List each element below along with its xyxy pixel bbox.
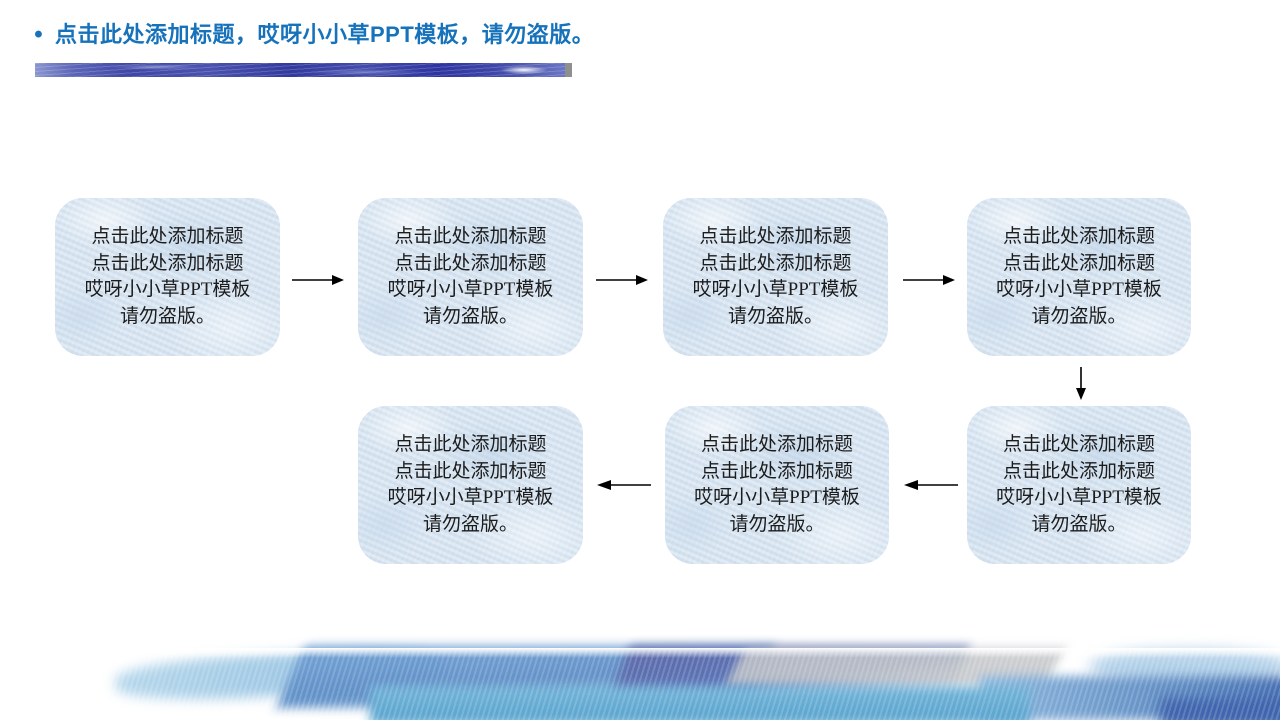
flow-box-line: 请勿盗版。 (1031, 305, 1127, 327)
flow-box-6[interactable]: 点击此处添加标题 点击此处添加标题 哎呀小小草PPT模板 请勿盗版。 (665, 406, 889, 564)
flow-box-5[interactable]: 点击此处添加标题 点击此处添加标题 哎呀小小草PPT模板 请勿盗版。 (358, 406, 583, 564)
page-title[interactable]: 点击此处添加标题，哎呀小小草PPT模板，请勿盗版。 (55, 22, 595, 47)
flow-box-line: 点击此处添加标题 (1002, 460, 1155, 482)
watercolor-footer-image (0, 645, 1280, 720)
flow-box-line: 请勿盗版。 (727, 305, 823, 327)
slide-title-row: • 点击此处添加标题，哎呀小小草PPT模板，请勿盗版。 (22, 20, 1222, 50)
flow-box-line: 哎呀小小草PPT模板 (387, 279, 554, 300)
flow-box-line: 点击此处添加标题 (1002, 252, 1155, 274)
flow-box-line: 点击此处添加标题 (699, 226, 852, 247)
arrow-right-icon (903, 273, 955, 287)
flow-box-line: 哎呀小小草PPT模板 (694, 487, 860, 508)
flow-box-3[interactable]: 点击此处添加标题 点击此处添加标题 哎呀小小草PPT模板 请勿盗版。 (663, 198, 888, 356)
flow-box-line: 点击此处添加标题 (1002, 434, 1155, 455)
arrow-right-icon (292, 273, 344, 287)
flow-box-line: 请勿盗版。 (729, 513, 825, 535)
flow-box-line: 请勿盗版。 (119, 305, 215, 327)
flow-box-line: 点击此处添加标题 (699, 252, 852, 274)
flow-box-line: 点击此处添加标题 (394, 460, 547, 482)
flow-box-line: 点击此处添加标题 (91, 226, 244, 247)
watercolor-stroke-texture (0, 650, 1280, 720)
flow-box-4[interactable]: 点击此处添加标题 点击此处添加标题 哎呀小小草PPT模板 请勿盗版。 (967, 198, 1191, 356)
arrow-left-icon (597, 478, 651, 492)
header-underline-texture (35, 63, 565, 77)
header-underline-image (35, 63, 572, 77)
flow-box-line: 点击此处添加标题 (700, 460, 853, 482)
header-underline-endcap (565, 63, 572, 77)
flow-box-line: 哎呀小小草PPT模板 (996, 279, 1162, 300)
watercolor-top-feather (0, 648, 1280, 658)
flow-box-line: 点击此处添加标题 (91, 252, 244, 274)
flow-box-line: 请勿盗版。 (422, 305, 518, 327)
title-bullet: • (34, 21, 43, 48)
flow-box-line: 点击此处添加标题 (394, 434, 547, 455)
watercolor-bottom-teal-wash (370, 686, 1030, 720)
watercolor-bottom-right-dark (1160, 698, 1280, 720)
flow-box-line: 点击此处添加标题 (394, 226, 547, 247)
arrow-down-icon (1074, 367, 1088, 400)
flow-box-line: 哎呀小小草PPT模板 (692, 279, 859, 300)
flow-box-line: 点击此处添加标题 (394, 252, 547, 274)
flow-box-line: 哎呀小小草PPT模板 (84, 279, 251, 300)
flow-box-2[interactable]: 点击此处添加标题 点击此处添加标题 哎呀小小草PPT模板 请勿盗版。 (358, 198, 583, 356)
flow-box-line: 请勿盗版。 (1031, 513, 1127, 535)
arrow-right-icon (596, 273, 648, 287)
flow-box-7[interactable]: 点击此处添加标题 点击此处添加标题 哎呀小小草PPT模板 请勿盗版。 (967, 406, 1191, 564)
flow-box-line: 请勿盗版。 (422, 513, 518, 535)
arrow-left-icon (904, 478, 958, 492)
flow-box-line: 哎呀小小草PPT模板 (387, 487, 554, 508)
flow-box-line: 点击此处添加标题 (700, 434, 853, 455)
flow-box-line: 点击此处添加标题 (1002, 226, 1155, 247)
flow-box-1[interactable]: 点击此处添加标题 点击此处添加标题 哎呀小小草PPT模板 请勿盗版。 (55, 198, 280, 356)
flow-box-line: 哎呀小小草PPT模板 (996, 487, 1162, 508)
